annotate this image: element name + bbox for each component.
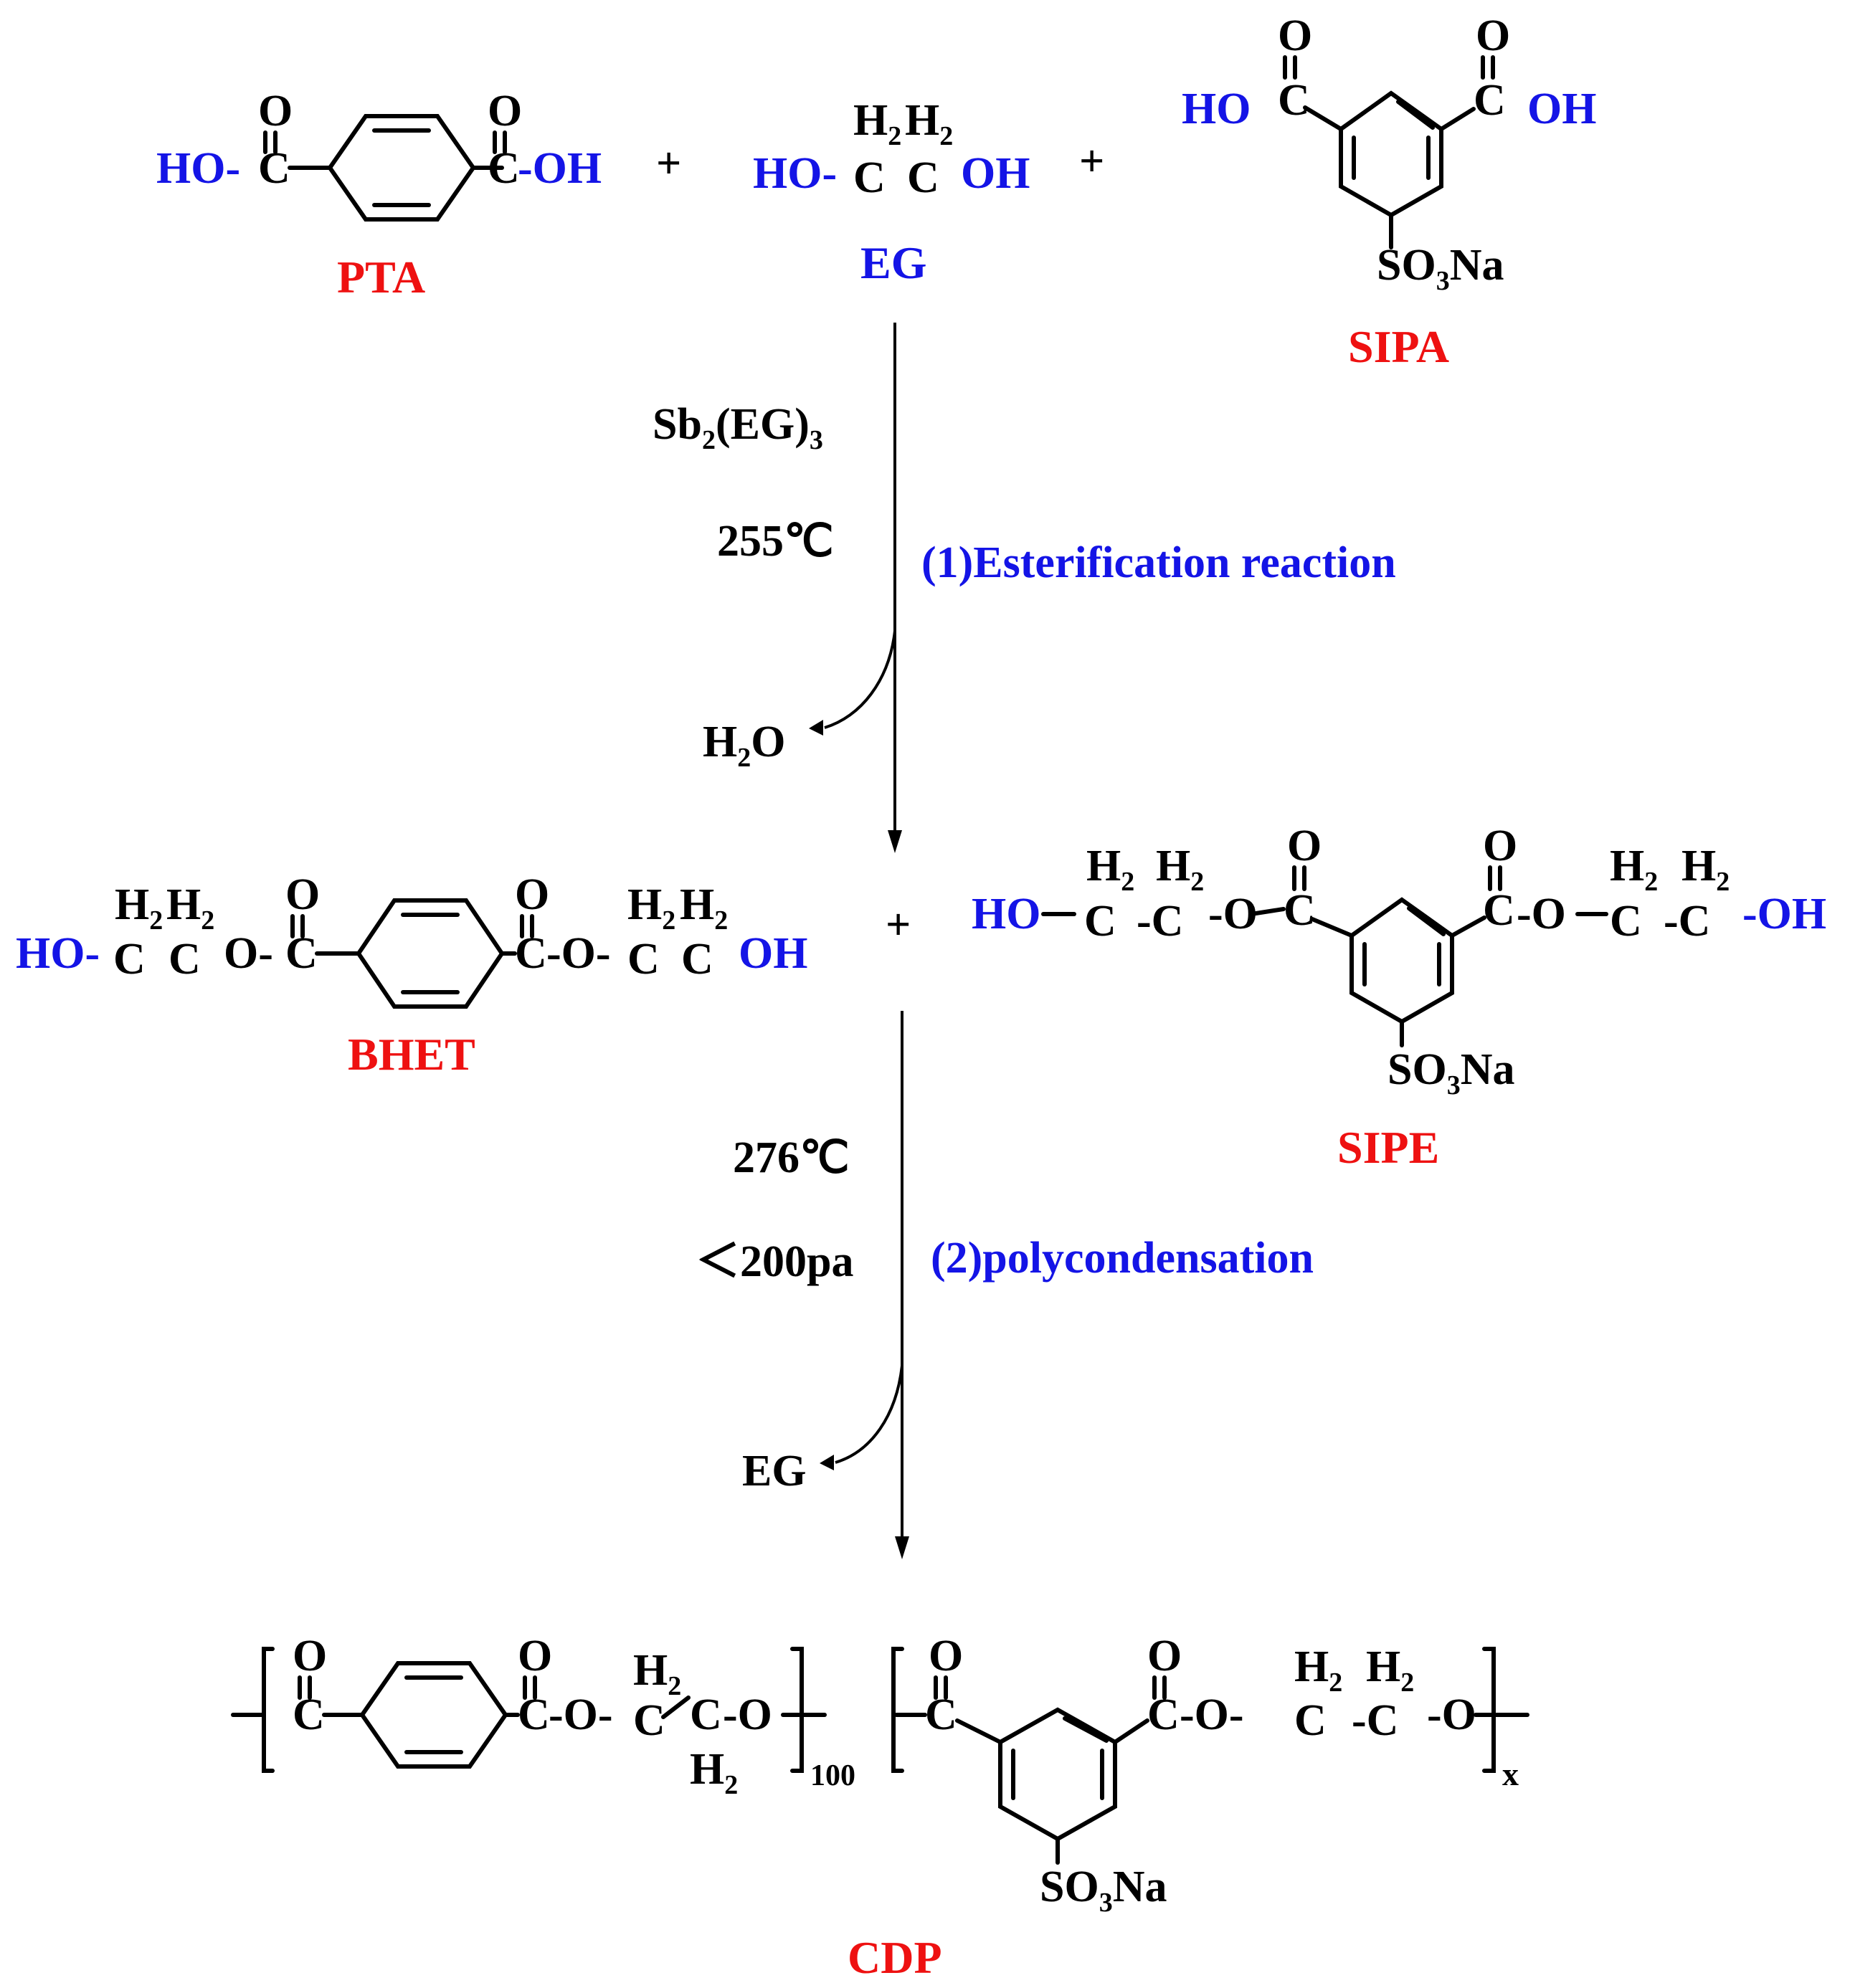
bhet-ester-oxygen-right: -O- — [546, 929, 611, 978]
cdp-ester-oxygen-1: -O- — [549, 1690, 613, 1739]
bhet-carbon-4: C — [681, 935, 713, 984]
sipe-oxygen-left: O — [1287, 822, 1322, 870]
bhet-h2-2: H2 — [166, 880, 214, 936]
cdp-carbon-3: C — [1294, 1696, 1327, 1745]
cdp-h2-lower: H2 — [690, 1745, 738, 1800]
cdp-oxygen-4: O — [1147, 1632, 1182, 1680]
step2-label: (2)polycondensation — [931, 1234, 1314, 1283]
pta-name-label: PTA — [337, 252, 425, 303]
cdp-carbonyl-3: C — [925, 1690, 957, 1739]
pta-oxygen-left: O — [258, 87, 293, 135]
sipe-sulfonate: SO3Na — [1388, 1045, 1515, 1100]
pta-right-hydroxyl: -OH — [518, 144, 602, 193]
eg-carbon-2: C — [907, 153, 939, 202]
bhet-ester-oxygen-left: O- — [224, 929, 273, 978]
cdp-h2-3: H2 — [1294, 1642, 1342, 1698]
bhet-oxygen-right: O — [515, 870, 549, 919]
eg-h2-left: H2 — [853, 96, 901, 151]
sipe-h2-1: H2 — [1086, 842, 1134, 897]
eg-carbon-1: C — [853, 153, 886, 202]
sipa-carbon-right: C — [1474, 76, 1506, 125]
sipa-carbon-left: C — [1278, 76, 1310, 125]
cdp-oxygen-1: O — [293, 1632, 327, 1680]
sipe-carbonyl-left: C — [1284, 886, 1316, 935]
sipe-ester-oxygen-right: -O — [1517, 890, 1566, 938]
pta-left-hydroxyl: HO- — [156, 144, 240, 193]
bhet-carbon-3: C — [627, 935, 660, 984]
cdp-ester-oxygen-2: -O — [723, 1690, 772, 1739]
cdp-carbon-4: -C — [1352, 1696, 1398, 1745]
sipe-structure: H2 H2 HO C -C -O C O C O -O H2 H2 C -C -… — [972, 822, 1826, 1173]
cdp-carbon-1: C — [633, 1696, 665, 1745]
step2-pressure: ＜200pa — [696, 1237, 853, 1286]
cdp-oxygen-2: O — [518, 1632, 552, 1680]
eg-h2-right: H2 — [905, 96, 953, 151]
eg-right-hydroxyl: OH — [961, 149, 1030, 198]
bhet-h2-1: H2 — [115, 880, 163, 936]
step1-label: (1)Esterification reaction — [921, 538, 1396, 587]
sipe-h2-2: H2 — [1156, 842, 1204, 897]
sipa-left-hydroxyl: HO — [1182, 85, 1251, 133]
sipe-oxygen-right: O — [1483, 822, 1517, 870]
sipa-structure: HO C O C O OH SO3Na SIPA — [1182, 11, 1596, 372]
eg-structure: H2 H2 HO- C C OH EG — [753, 96, 1030, 288]
cdp-repeat-count-x: x — [1502, 1756, 1519, 1792]
cdp-carbon-2: C — [690, 1690, 722, 1739]
sipe-h2-3: H2 — [1610, 842, 1658, 897]
bhet-left-hydroxyl: HO- — [16, 929, 100, 978]
sipe-carbon-2: -C — [1137, 897, 1183, 946]
cdp-ester-oxygen-4: -O — [1427, 1690, 1476, 1739]
step1-arrow — [809, 323, 902, 853]
cdp-h2-4: H2 — [1366, 1642, 1414, 1698]
step1-catalyst: Sb2(EG)3 — [653, 400, 823, 455]
bhet-h2-3: H2 — [627, 880, 675, 936]
bhet-oxygen-left: O — [285, 870, 320, 919]
bhet-name-label: BHET — [348, 1029, 475, 1080]
cdp-oxygen-3: O — [929, 1632, 963, 1680]
step2-byproduct-eg: EG — [742, 1447, 807, 1495]
cdp-sulfonate: SO3Na — [1040, 1863, 1167, 1918]
eg-left-hydroxyl: HO- — [753, 149, 837, 198]
sipe-right-hydroxyl: -OH — [1742, 890, 1826, 938]
cdp-name-label: CDP — [848, 1932, 942, 1983]
sipa-name-label: SIPA — [1348, 321, 1449, 372]
step2-temperature: 276℃ — [733, 1133, 850, 1182]
sipa-sulfonate: SO3Na — [1377, 241, 1504, 296]
bhet-carbon-1: C — [113, 935, 146, 984]
cdp-h2-upper: H2 — [633, 1646, 681, 1701]
step2-arrow — [820, 1011, 909, 1559]
sipe-carbon-1: C — [1084, 897, 1116, 946]
sipa-oxygen-right: O — [1476, 11, 1510, 60]
plus-sign-3: + — [886, 900, 911, 949]
bhet-h2-4: H2 — [680, 880, 728, 936]
sipe-carbon-3: C — [1610, 897, 1642, 946]
cdp-ester-oxygen-3: -O- — [1180, 1690, 1244, 1739]
step1-byproduct-water: H2O — [703, 718, 785, 773]
bhet-carbon-2: C — [169, 935, 201, 984]
plus-sign-1: + — [656, 139, 681, 188]
sipa-oxygen-left: O — [1278, 11, 1312, 60]
step1-temperature: 255℃ — [717, 517, 834, 566]
sipe-left-hydroxyl: HO — [972, 890, 1040, 938]
sipe-carbonyl-right: C — [1483, 886, 1515, 935]
sipe-ester-oxygen-left: -O — [1208, 890, 1258, 938]
pta-oxygen-right: O — [488, 87, 522, 135]
eg-name-label: EG — [860, 237, 926, 288]
bhet-right-hydroxyl: OH — [739, 929, 807, 978]
sipe-name-label: SIPE — [1337, 1122, 1439, 1173]
sipe-h2-4: H2 — [1681, 842, 1730, 897]
sipa-right-hydroxyl: OH — [1527, 85, 1596, 133]
sipe-carbon-4: -C — [1664, 897, 1710, 946]
bhet-structure: H2 H2 HO- C C O- C O C O -O- H2 H2 C C O… — [16, 870, 807, 1080]
pta-structure: HO- C O C O -OH PTA — [156, 87, 602, 303]
cdp-structure: C O C O -O- H2 C C H2 -O 100 C O C O -O- — [231, 1632, 1529, 1983]
cdp-repeat-count-100: 100 — [810, 1759, 855, 1792]
plus-sign-2: + — [1079, 137, 1104, 186]
